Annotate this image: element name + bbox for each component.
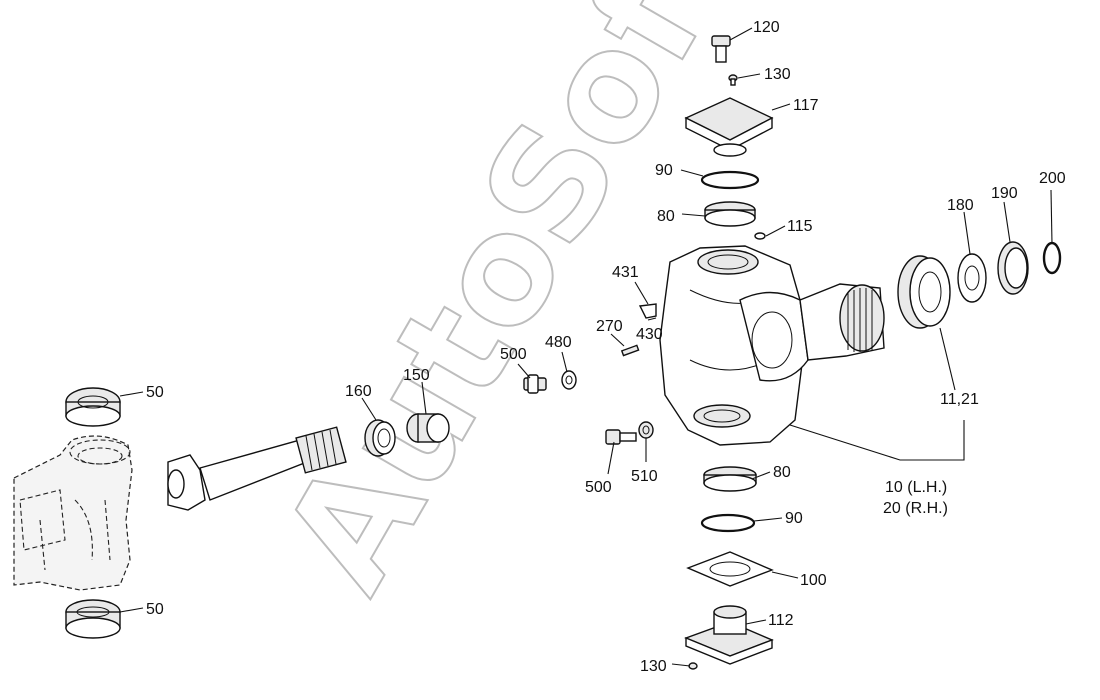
label-50-top: 50 (146, 384, 164, 401)
label-50-bottom: 50 (146, 601, 164, 618)
label-200: 200 (1039, 170, 1066, 187)
label-112: 112 (768, 612, 794, 629)
drive-shaft (167, 426, 347, 511)
gasket-100 (686, 551, 774, 587)
label-430: 430 (636, 326, 663, 343)
bolt-500-left (523, 374, 547, 394)
label-160: 160 (345, 383, 372, 400)
snap-ring-200 (1042, 241, 1062, 275)
bearing-50-bottom (65, 599, 121, 639)
screw-130-top (728, 74, 738, 86)
label-190: 190 (991, 185, 1018, 202)
nut-510 (638, 421, 654, 439)
oring-90-top (700, 170, 760, 190)
oring-90-bottom (700, 513, 756, 533)
label-480: 480 (545, 334, 572, 351)
grease-fitting-115 (754, 232, 766, 240)
label-500-mid: 500 (585, 479, 612, 496)
bolt-120 (711, 35, 731, 63)
cap-117 (684, 97, 774, 157)
label-130-top: 130 (764, 66, 791, 83)
pin-270 (620, 344, 640, 357)
label-117: 117 (793, 97, 819, 114)
label-180: 180 (947, 197, 974, 214)
label-10-lh: 10 (L.H.) (885, 479, 947, 496)
bearing-50-top (65, 387, 121, 427)
leader-lines (119, 27, 1053, 667)
axle-housing (13, 435, 133, 591)
label-115: 115 (787, 218, 813, 235)
washer-480 (561, 370, 577, 390)
label-150: 150 (403, 367, 430, 384)
screw-130-bottom (688, 662, 698, 670)
steering-knuckle (659, 245, 885, 446)
label-500-left: 500 (500, 346, 527, 363)
label-431: 431 (612, 264, 639, 281)
label-270: 270 (596, 318, 623, 335)
cap-112 (684, 605, 774, 665)
seal-160 (364, 419, 396, 457)
washer-180 (957, 253, 987, 303)
label-130-bottom: 130 (640, 658, 667, 675)
label-11-21: 11,21 (940, 391, 979, 408)
label-510: 510 (631, 468, 658, 485)
label-80-top: 80 (657, 208, 675, 225)
label-90-top: 90 (655, 162, 673, 179)
label-100: 100 (800, 572, 827, 589)
callout-labels: 120 130 117 90 80 115 200 180 190 431 43… (146, 19, 1066, 675)
seal-80-top (704, 201, 756, 227)
bearing-11-21 (897, 255, 951, 329)
bushing-150 (406, 413, 450, 443)
label-90-bottom: 90 (785, 510, 803, 527)
label-80-bottom: 80 (773, 464, 791, 481)
label-20-rh: 20 (R.H.) (883, 500, 948, 517)
seal-80-bottom (703, 466, 757, 492)
ring-190 (997, 241, 1029, 295)
bracket-430-431 (638, 303, 657, 319)
label-120: 120 (753, 19, 780, 36)
bolt-500-mid (605, 429, 637, 445)
